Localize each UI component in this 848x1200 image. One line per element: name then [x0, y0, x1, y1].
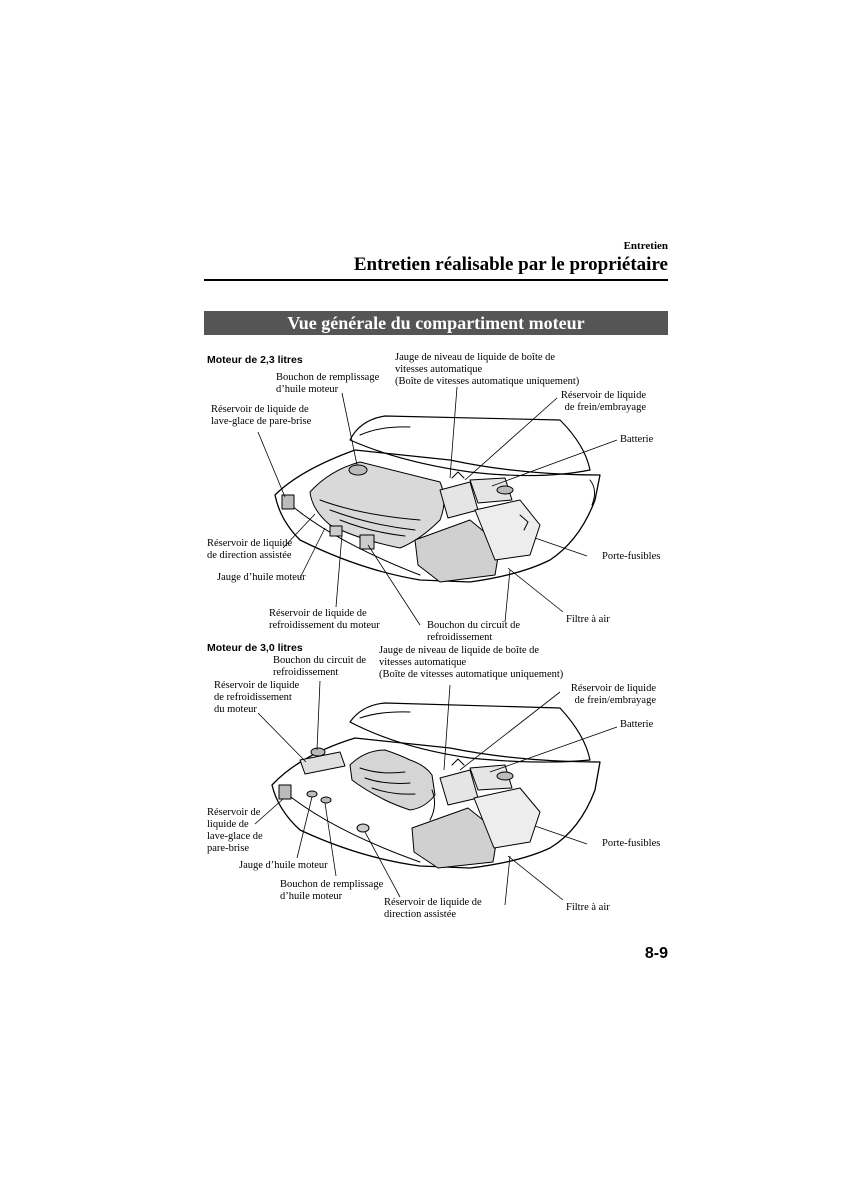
- diagram1-subtitle: Moteur de 2,3 litres: [207, 354, 303, 366]
- d2-label-lave-glace: Réservoir de liquide de lave-glace de pa…: [207, 807, 263, 854]
- section-label: Entretien: [623, 240, 668, 252]
- d1-label-jauge-bva: Jauge de niveau de liquide de boîte de v…: [395, 352, 580, 387]
- d1-label-frein: Réservoir de liquide de frein/embrayage: [560, 390, 646, 413]
- d2-label-bouchon-huile: Bouchon de remplissage d’huile moteur: [280, 879, 384, 902]
- d2-label-jauge-bva: Jauge de niveau de liquide de boîte de v…: [379, 645, 564, 680]
- d1-label-batterie: Batterie: [620, 434, 654, 445]
- d1-label-bouchon-huile: Bouchon de remplissage d’huile moteur: [276, 372, 380, 395]
- d2-label-frein: Réservoir de liquide de frein/embrayage: [570, 683, 656, 706]
- d1-label-bouchon-circuit: Bouchon du circuit de refroidissement: [427, 620, 521, 643]
- page-number: 8-9: [644, 945, 668, 962]
- d1-label-jauge-huile: Jauge d’huile moteur: [217, 572, 306, 583]
- d1-label-lave-glace: Réservoir de liquide de lave-glace de pa…: [211, 404, 312, 427]
- d1-label-direction: Réservoir de liquide de direction assist…: [207, 538, 293, 561]
- d1-label-refroidissement: Réservoir de liquide de refroidissement …: [269, 608, 380, 631]
- title-rule: [204, 279, 668, 281]
- d1-label-porte-fusibles: Porte-fusibles: [602, 551, 661, 562]
- diagram2-subtitle: Moteur de 3,0 litres: [207, 642, 303, 654]
- d2-label-bouchon-circuit: Bouchon du circuit de refroidissement: [273, 655, 367, 678]
- d1-label-filtre: Filtre à air: [566, 614, 610, 625]
- d2-label-batterie: Batterie: [620, 719, 654, 730]
- d2-label-refroidissement: Réservoir de liquide de refroidissement …: [214, 680, 300, 715]
- d2-label-jauge-huile: Jauge d’huile moteur: [239, 860, 328, 871]
- d2-label-direction: Réservoir de liquide de direction assist…: [384, 897, 482, 920]
- section-banner: Vue générale du compartiment moteur: [204, 311, 668, 335]
- d2-label-filtre: Filtre à air: [566, 902, 610, 913]
- page-title: Entretien réalisable par le propriétaire: [353, 254, 668, 275]
- d2-label-porte-fusibles: Porte-fusibles: [602, 838, 661, 849]
- banner-text: Vue générale du compartiment moteur: [287, 312, 585, 333]
